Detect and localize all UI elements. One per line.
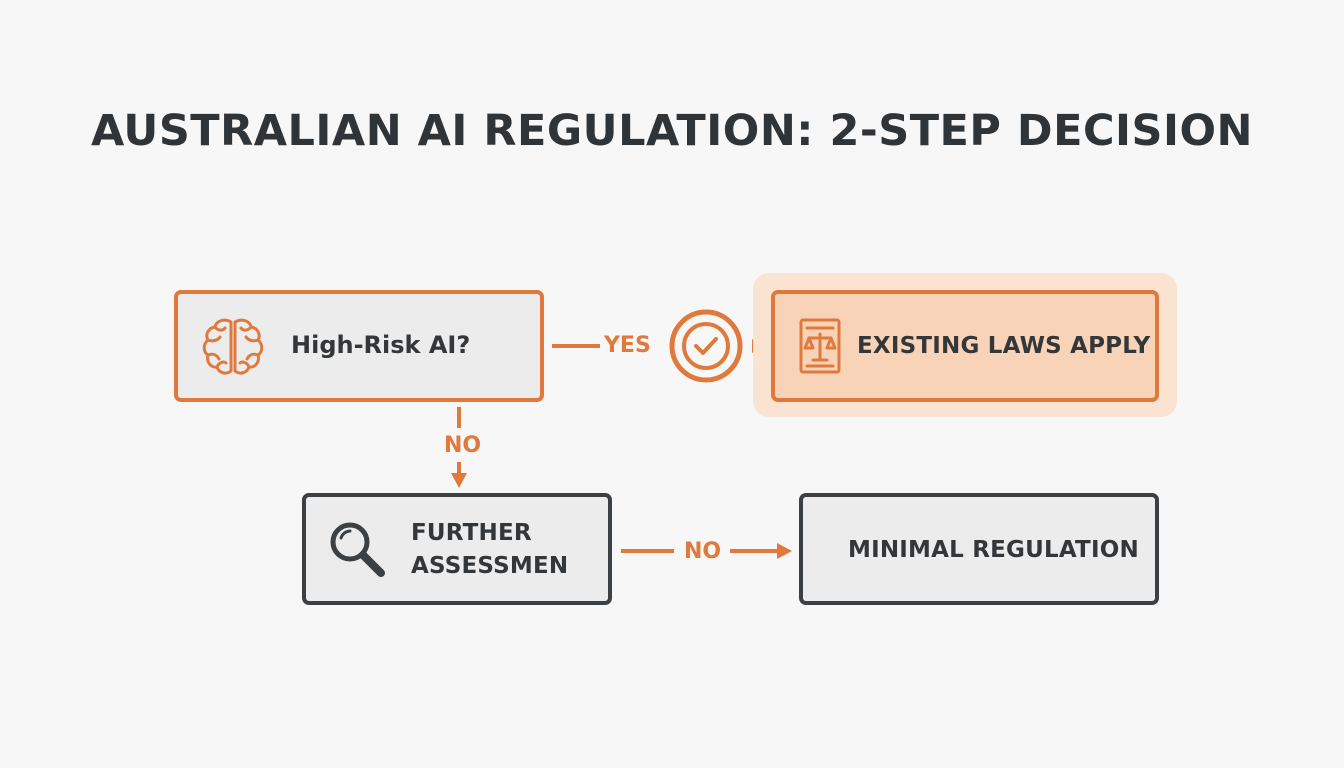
further-assessment-node [302, 493, 612, 605]
minimal-regulation-node [799, 493, 1159, 605]
high-risk-ai-label: High-Risk AI? [291, 331, 471, 359]
minimal-regulation-label: MINIMAL REGULATION [848, 537, 1139, 563]
further-assessment-label-line1: FURTHER [411, 520, 532, 546]
legal-document-scales-icon [799, 318, 841, 374]
no-right-arrowhead [777, 543, 792, 559]
further-assessment-label-line2: ASSESSMEN [411, 553, 569, 579]
magnifier-icon [330, 522, 385, 577]
no-down-edge-label: NO [444, 433, 482, 458]
check-circle-icon [669, 309, 743, 383]
diagram-title: AUSTRALIAN AI REGULATION: 2-STEP DECISIO… [90, 106, 1254, 156]
brain-icon [202, 318, 264, 375]
no-down-arrowhead [451, 473, 467, 488]
existing-laws-label: EXISTING LAWS APPLY [857, 333, 1151, 359]
yes-edge-label: YES [604, 333, 651, 358]
no-right-edge-label: NO [684, 539, 722, 564]
